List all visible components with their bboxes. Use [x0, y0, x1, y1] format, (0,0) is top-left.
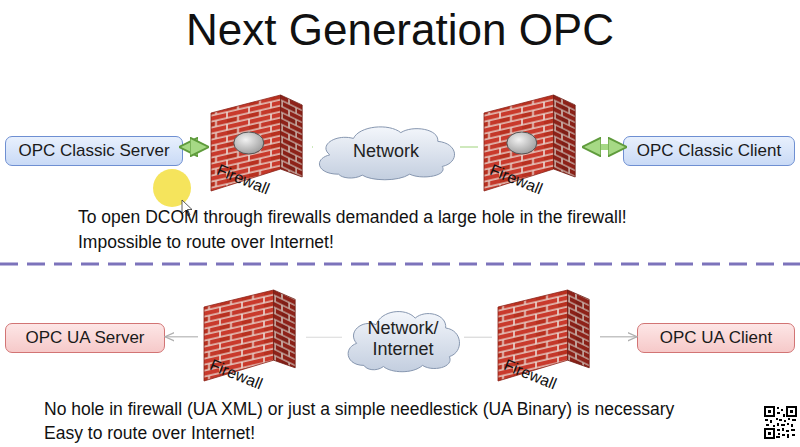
qr-modules	[765, 407, 796, 438]
firewall-hole	[234, 132, 264, 154]
wall-side	[274, 290, 296, 368]
firewall: Firewall	[492, 288, 600, 383]
connector-arrow	[312, 146, 313, 148]
box-label: OPC UA Client	[660, 328, 772, 348]
box-label: OPC Classic Client	[637, 141, 782, 161]
diagram-title: Next Generation OPC	[0, 4, 800, 56]
qr-finder	[787, 407, 796, 416]
opc-server-box: OPC Classic Server	[5, 136, 183, 166]
note-text: No hole in firewall (UA XML) or just a s…	[44, 398, 784, 420]
note-text: To open DCOM through firewalls demanded …	[78, 206, 778, 228]
qr-finder	[765, 429, 774, 438]
firewall: Firewall	[198, 288, 306, 383]
qr-finder	[768, 410, 771, 413]
qr-finder	[765, 407, 774, 416]
network-label: Network/ Internet	[342, 318, 464, 360]
connector-arrow	[586, 144, 623, 150]
network-cloud: Network	[312, 122, 460, 180]
opc-client-box: OPC UA Client	[637, 323, 795, 353]
note-text: Impossible to route over Internet!	[78, 231, 778, 253]
qr-finder	[790, 410, 793, 413]
connector-arrow	[165, 336, 198, 338]
qr-finder	[768, 432, 771, 435]
connector-arrow	[306, 337, 342, 338]
connector-arrow	[464, 337, 492, 338]
connector-arrow	[600, 336, 637, 338]
connector-arrow	[460, 146, 478, 148]
section-divider	[0, 263, 800, 266]
qr-background	[764, 406, 797, 439]
cloud-outline	[319, 127, 454, 180]
network-cloud: Network/ Internet	[342, 306, 464, 372]
qr-code	[764, 406, 797, 439]
opc-client-box: OPC Classic Client	[623, 136, 795, 166]
firewall: Firewall	[205, 93, 313, 193]
firewall: Firewall	[478, 93, 586, 193]
cursor-highlight	[153, 169, 191, 207]
network-label: Network	[353, 141, 419, 162]
box-label: OPC Classic Server	[18, 141, 169, 161]
opc-server-box: OPC UA Server	[5, 323, 165, 353]
note-text: Easy to route over Internet!	[44, 422, 784, 444]
wall-side	[568, 290, 590, 368]
wall-side	[554, 95, 576, 177]
firewall-hole	[507, 132, 537, 154]
box-label: OPC UA Server	[25, 328, 144, 348]
wall-side	[281, 95, 303, 177]
connector-arrow	[183, 144, 205, 150]
